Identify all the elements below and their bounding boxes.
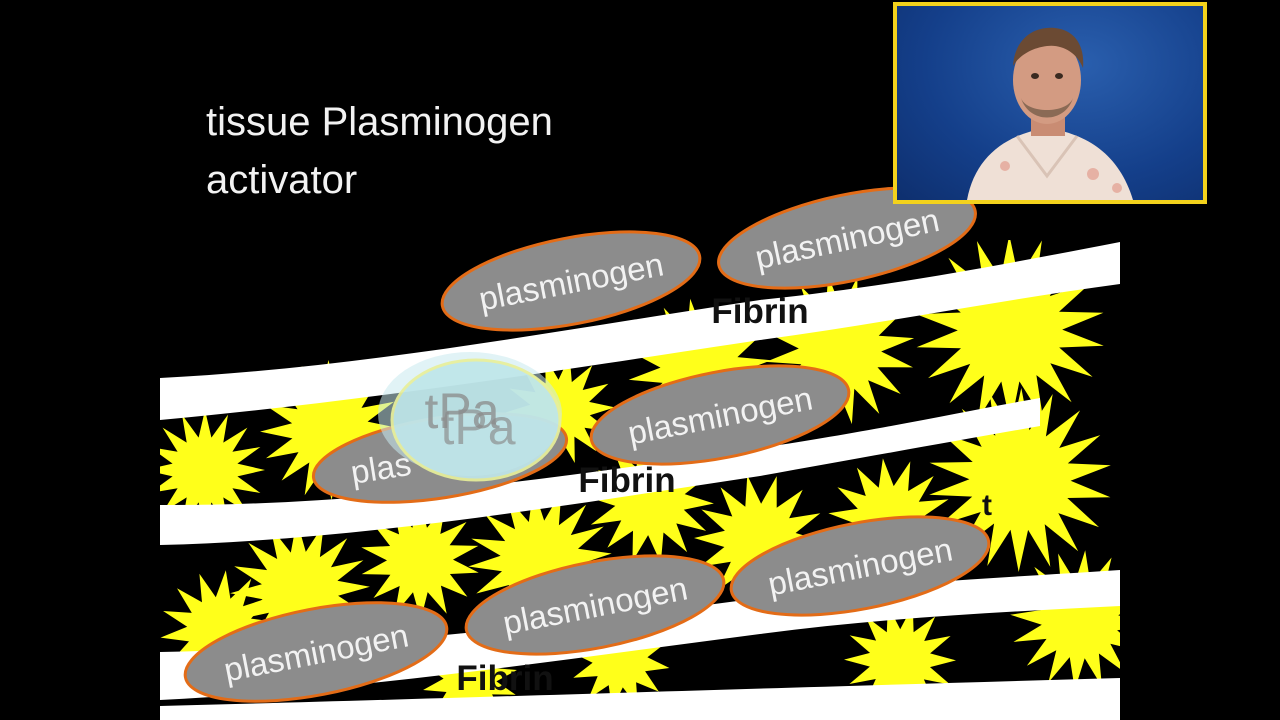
slide-title-line-2: activator bbox=[206, 158, 358, 202]
plasminogen-3: plasminogen bbox=[589, 364, 851, 466]
fibrin-label-2: Fibrin bbox=[578, 461, 675, 500]
starburst bbox=[765, 275, 915, 425]
partial-edge-glyph: t bbox=[982, 489, 992, 522]
plasminogen-1: plasminogen bbox=[440, 230, 702, 332]
plasminogen-2: plasminogen bbox=[717, 186, 977, 290]
starburst bbox=[1010, 550, 1120, 690]
starburst bbox=[694, 475, 826, 605]
presenter-video-inset bbox=[893, 2, 1207, 204]
tpa-molecule: tPa tPa bbox=[378, 352, 562, 482]
fibrin-label-1: Fibrin bbox=[711, 292, 808, 331]
starburst bbox=[628, 298, 772, 442]
plasminogen-6: plasminogen bbox=[183, 601, 449, 703]
presenter-icon bbox=[967, 27, 1133, 200]
starburst bbox=[361, 500, 479, 620]
slide-title-line-1: tissue Plasminogen bbox=[206, 100, 553, 144]
fibrin-strand-4 bbox=[160, 678, 1120, 720]
fibrin-strand-2 bbox=[160, 398, 1040, 545]
tpa-label: tPa bbox=[424, 383, 499, 439]
plasminogen-4: plasminogen bbox=[729, 515, 991, 617]
starburst bbox=[160, 410, 265, 530]
tpa-label-echo: tPa bbox=[440, 399, 515, 455]
starburst bbox=[916, 240, 1104, 425]
starburst bbox=[844, 605, 956, 715]
fibrin-label-3: Fibrin bbox=[456, 659, 553, 698]
plasminogen-5: plasminogen bbox=[464, 554, 726, 656]
